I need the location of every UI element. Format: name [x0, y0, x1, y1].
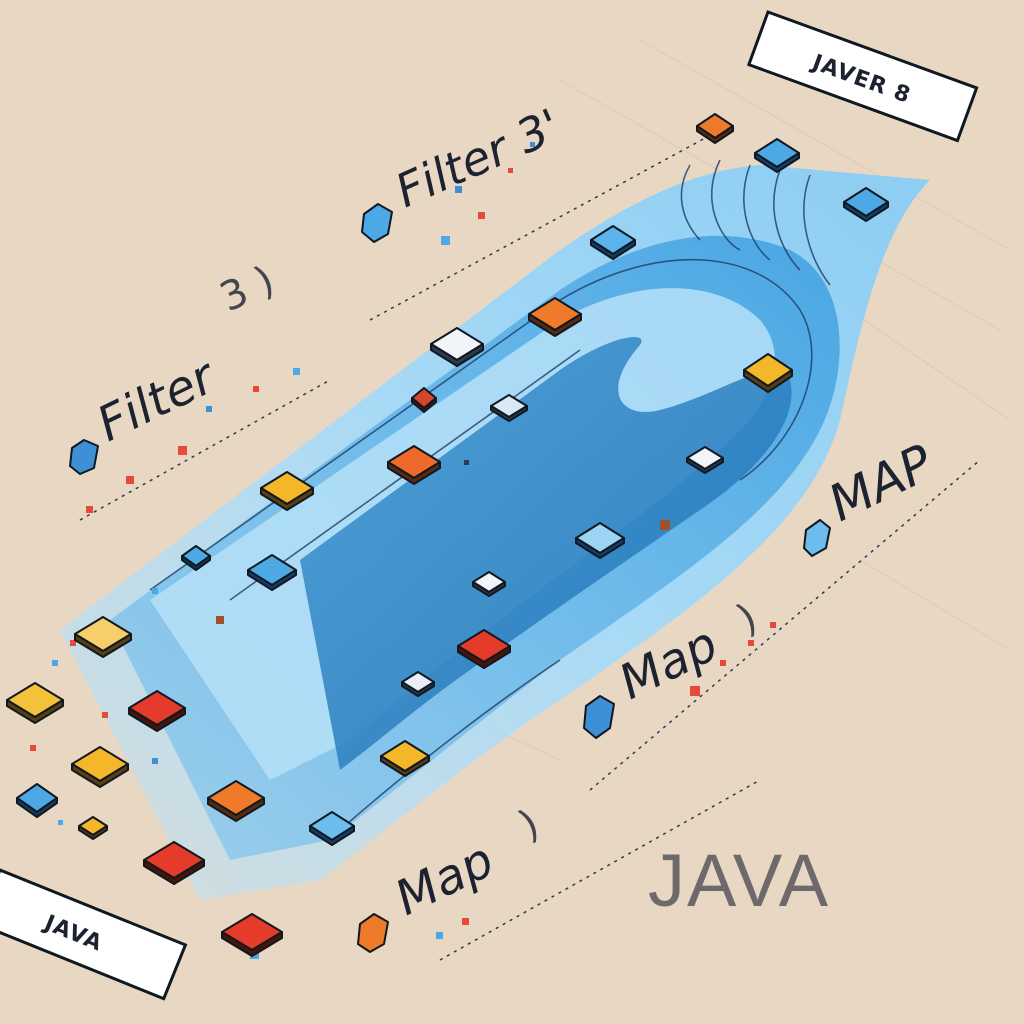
element-yellow — [743, 353, 793, 393]
element-orange — [528, 297, 582, 337]
stream-dark-channel — [300, 337, 792, 770]
map-mid-marker-icon — [583, 695, 615, 739]
element-white — [430, 327, 484, 367]
element-yellow — [74, 616, 132, 658]
map-low-marker-icon — [357, 913, 389, 953]
stream-elements — [6, 113, 889, 957]
map-right-marker-icon — [803, 519, 831, 557]
element-orange — [207, 780, 265, 822]
element-white — [686, 446, 724, 474]
element-red — [128, 690, 186, 732]
element-blue — [16, 783, 58, 818]
element-yellow — [6, 682, 64, 724]
element-yellow — [78, 816, 108, 840]
element-white — [490, 394, 528, 422]
map-low-label: Map — [387, 832, 503, 927]
filter-mid-tail-label: 3 ) — [213, 257, 281, 321]
element-blue — [754, 138, 800, 173]
element-yellow — [260, 471, 314, 511]
filter-main-label: Filter — [89, 347, 226, 452]
element-blue — [575, 522, 625, 559]
element-orange — [696, 113, 734, 144]
element-orange — [387, 445, 441, 485]
stream-flow-lines — [149, 159, 831, 831]
element-red — [411, 387, 437, 413]
java-brand-text: JAVA — [648, 839, 830, 922]
element-red — [221, 913, 283, 957]
element-red — [143, 841, 205, 885]
element-white — [401, 671, 435, 697]
map-low-tail-label: ) — [512, 801, 546, 849]
element-yellow — [380, 740, 430, 777]
element-blue — [309, 811, 355, 846]
filter-main-marker-icon — [69, 439, 99, 475]
filter-top-label: Filter 3' — [388, 98, 569, 218]
filter-top-marker-icon — [361, 203, 393, 243]
element-blue — [181, 545, 211, 571]
element-blue — [247, 554, 297, 591]
label-markers — [69, 203, 831, 953]
element-white — [472, 571, 506, 597]
map-mid-tail-label: ) — [730, 595, 764, 643]
element-blue — [843, 187, 889, 222]
particles — [30, 142, 776, 959]
dotted-guide-lines — [79, 129, 981, 961]
map-right-label: MAP — [820, 433, 943, 533]
element-blue — [590, 225, 636, 260]
element-yellow — [71, 746, 129, 788]
element-red — [457, 629, 511, 669]
bottom-sign: JAVA — [0, 868, 188, 1001]
